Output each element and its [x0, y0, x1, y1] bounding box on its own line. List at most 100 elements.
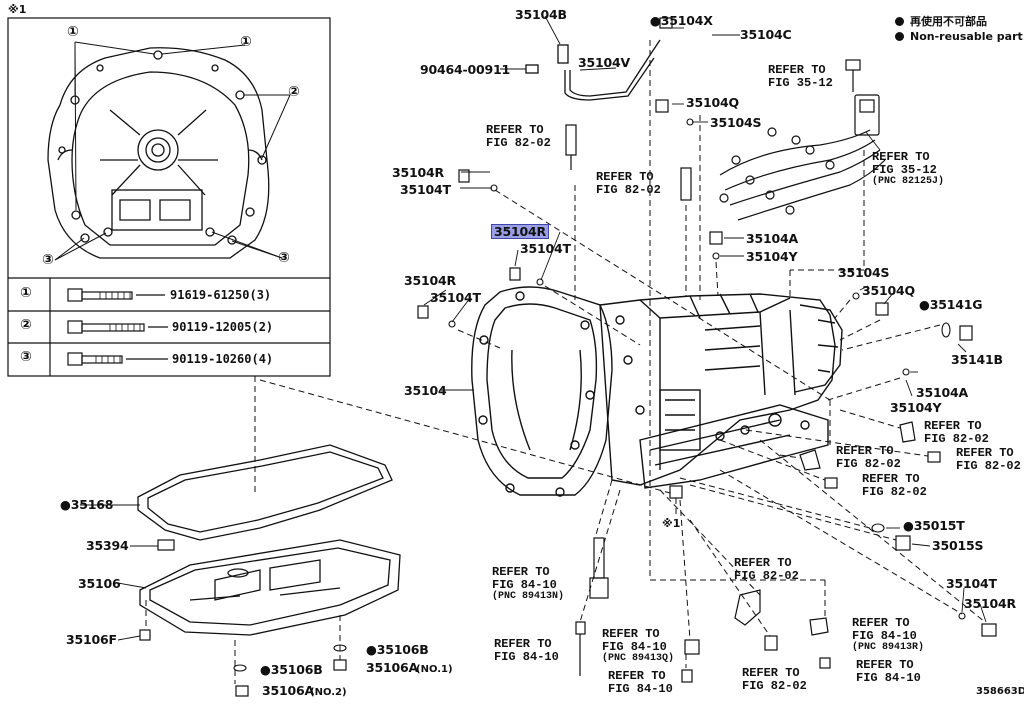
part-label-35104Q[interactable]: 35104Q — [686, 95, 739, 110]
refer-fig-82-02[interactable]: REFER TO FIG 82-02 — [924, 420, 989, 445]
part-label-35106B[interactable]: ●35106B — [366, 642, 429, 657]
refer-fig-82-02[interactable]: REFER TO FIG 82-02 — [486, 124, 551, 149]
part-label-90464[interactable]: 90464-00911 — [420, 62, 510, 77]
part-label-35104Y[interactable]: 35104Y — [890, 400, 942, 415]
part-label-35104B[interactable]: 35104B — [515, 7, 567, 22]
refer-fig-line: FIG 82-02 — [596, 182, 661, 197]
part-label-35104A[interactable]: 35104A — [916, 385, 968, 400]
refer-fig-84-10-pnc-q[interactable]: REFER TO FIG 84-10 (PNC 89413Q) — [602, 628, 674, 666]
table-part-1[interactable]: 91619-61250(3) — [170, 288, 272, 302]
refer-fig-line: FIG 35-12 — [872, 162, 937, 177]
part-label-35106[interactable]: 35106 — [78, 576, 121, 591]
part-label-35394[interactable]: 35394 — [86, 538, 129, 553]
part-label-35015S[interactable]: 35015S — [932, 538, 984, 553]
part-label-35015T[interactable]: ●35015T — [903, 518, 965, 533]
part-label-35104R[interactable]: 35104R — [392, 165, 444, 180]
part-label-35106F[interactable]: 35106F — [66, 632, 117, 647]
part-label-35168[interactable]: ●35168 — [60, 497, 114, 512]
refer-line: REFER TO — [862, 472, 920, 486]
table-key-2: ② — [20, 317, 32, 333]
part-label-35104X[interactable]: ●35104X — [650, 13, 713, 28]
part-note-no1: (NO.1) — [416, 664, 453, 675]
part-label-35104S[interactable]: 35104S — [838, 265, 890, 280]
part-label-35104S[interactable]: 35104S — [710, 115, 762, 130]
legend-jp-label: 再使用不可部品 — [910, 15, 987, 28]
non-reusable-dot-icon — [895, 17, 904, 26]
part-label-35104C[interactable]: 35104C — [740, 27, 792, 42]
refer-fig-84-10[interactable]: REFER TO FIG 84-10 — [494, 638, 559, 663]
refer-pnc-line: (PNC 89413R) — [852, 642, 925, 653]
wire-harness — [719, 94, 886, 221]
part-note-no2: (NO.2) — [310, 687, 347, 698]
table-part-2[interactable]: 90119-12005(2) — [172, 320, 274, 334]
inset-frame — [7, 17, 331, 377]
inset-callout-3: ③ — [278, 250, 290, 266]
oil-pan — [139, 539, 401, 636]
part-label-35104V[interactable]: 35104V — [578, 55, 630, 70]
refer-fig-82-02[interactable]: REFER TO FIG 82-02 — [742, 667, 807, 692]
table-part-3[interactable]: 90119-10260(4) — [172, 352, 274, 366]
part-label-35104[interactable]: 35104 — [404, 383, 447, 398]
note-mark-1: ※1 — [662, 517, 681, 530]
refer-line: REFER TO — [742, 666, 800, 680]
part-label-35104T[interactable]: 35104T — [946, 576, 997, 591]
non-reusable-dot-icon — [895, 32, 904, 41]
legend: 再使用不可部品 Non-reusable part — [895, 14, 1023, 44]
table-key-1: ① — [20, 285, 32, 301]
diagram-id: 358663D — [976, 686, 1024, 697]
part-label-35104Y[interactable]: 35104Y — [746, 249, 798, 264]
oil-pan-gasket — [137, 444, 393, 541]
refer-fig-82-02[interactable]: REFER TO FIG 82-02 — [956, 447, 1021, 472]
part-label-35141B[interactable]: 35141B — [951, 352, 1003, 367]
refer-fig-line: FIG 84-10 — [492, 577, 557, 592]
refer-line: REFER TO — [492, 565, 550, 579]
part-label-35104T[interactable]: 35104T — [400, 182, 451, 197]
refer-line: REFER TO — [596, 170, 654, 184]
part-label-35104R[interactable]: 35104R — [404, 273, 456, 288]
refer-fig-82-02[interactable]: REFER TO FIG 82-02 — [734, 557, 799, 582]
refer-line: REFER TO — [608, 669, 666, 683]
part-label-35104R-highlighted[interactable]: 35104R — [491, 224, 549, 239]
refer-line: REFER TO — [856, 658, 914, 672]
inset-transmission-front-view — [47, 47, 270, 259]
refer-line: REFER TO — [768, 63, 826, 77]
part-label-35104R[interactable]: 35104R — [964, 596, 1016, 611]
part-label-35106A-no2[interactable]: 35106A — [262, 683, 314, 698]
legend-en-label: Non-reusable part — [910, 30, 1023, 43]
refer-fig-84-10[interactable]: REFER TO FIG 84-10 — [856, 659, 921, 684]
part-label-35106B[interactable]: ●35106B — [260, 662, 323, 677]
refer-line: REFER TO — [852, 616, 910, 630]
part-label-35104T[interactable]: 35104T — [430, 290, 481, 305]
legend-row-jp: 再使用不可部品 — [895, 14, 1023, 29]
part-label-35104Q[interactable]: 35104Q — [862, 283, 915, 298]
refer-fig-35-12[interactable]: REFER TO FIG 35-12 — [768, 64, 833, 89]
refer-fig-line: FIG 84-10 — [856, 670, 921, 685]
refer-line: REFER TO — [494, 637, 552, 651]
refer-line: REFER TO — [956, 446, 1014, 460]
table-bolt-3 — [67, 352, 168, 366]
part-label-35106A-no1[interactable]: 35106A — [366, 660, 418, 675]
inset-callout-1: ① — [67, 24, 79, 40]
refer-fig-35-12-pnc[interactable]: REFER TO FIG 35-12 (PNC 82125J) — [872, 151, 944, 189]
refer-fig-84-10[interactable]: REFER TO FIG 84-10 — [608, 670, 673, 695]
refer-line: REFER TO — [924, 419, 982, 433]
refer-fig-line: FIG 35-12 — [768, 75, 833, 90]
legend-row-en: Non-reusable part — [895, 29, 1023, 44]
refer-fig-line: FIG 84-10 — [608, 681, 673, 696]
table-key-3: ③ — [20, 349, 32, 365]
refer-fig-84-10-pnc-n[interactable]: REFER TO FIG 84-10 (PNC 89413N) — [492, 566, 564, 604]
oil-strainer-magnet — [157, 539, 175, 551]
refer-fig-line: FIG 82-02 — [734, 568, 799, 583]
part-label-35104T[interactable]: 35104T — [520, 241, 571, 256]
refer-fig-84-10-pnc-r[interactable]: REFER TO FIG 84-10 (PNC 89413R) — [852, 617, 924, 655]
refer-pnc-line: (PNC 89413Q) — [602, 653, 675, 664]
refer-line: REFER TO — [602, 627, 660, 641]
refer-fig-82-02[interactable]: REFER TO FIG 82-02 — [596, 171, 661, 196]
part-label-35141G[interactable]: ●35141G — [919, 297, 983, 312]
refer-fig-82-02[interactable]: REFER TO FIG 82-02 — [862, 473, 927, 498]
breather-tube — [525, 39, 661, 101]
inset-callout-1: ① — [240, 34, 252, 50]
refer-fig-82-02[interactable]: REFER TO FIG 82-02 — [836, 445, 901, 470]
part-label-35104A[interactable]: 35104A — [746, 231, 798, 246]
